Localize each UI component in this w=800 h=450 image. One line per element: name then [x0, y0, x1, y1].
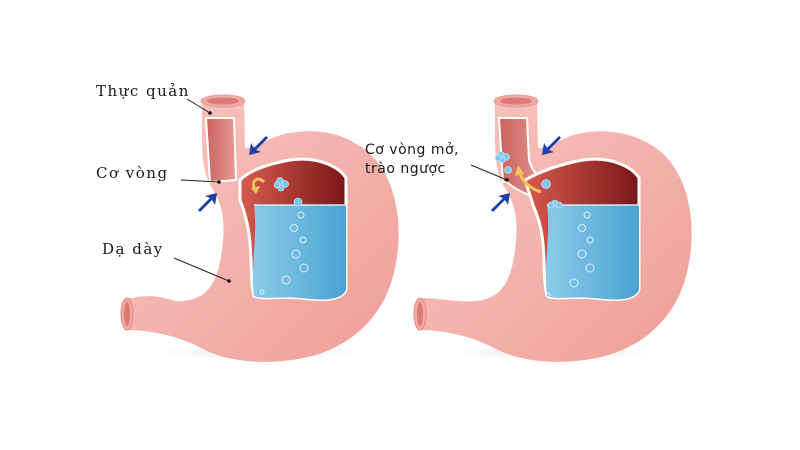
label-open-sphincter-line1: Cơ vòng mở,: [365, 142, 460, 158]
leader-lines: [173, 98, 230, 282]
bubbles: [259, 211, 309, 295]
stomach-reflux: [413, 94, 692, 362]
label-sphincter: Cơ vòng: [96, 164, 169, 182]
pressure-arrow-icon: [198, 136, 268, 212]
stomach-normal: [120, 94, 399, 362]
label-stomach: Dạ dày: [102, 240, 164, 258]
esophagus-inner: [204, 117, 238, 184]
label-esophagus: Thực quản: [96, 82, 190, 100]
label-open-sphincter-line2: trào ngược: [365, 161, 446, 177]
pressure-arrow-icon: [491, 136, 561, 212]
stomach-acid: [545, 205, 639, 300]
